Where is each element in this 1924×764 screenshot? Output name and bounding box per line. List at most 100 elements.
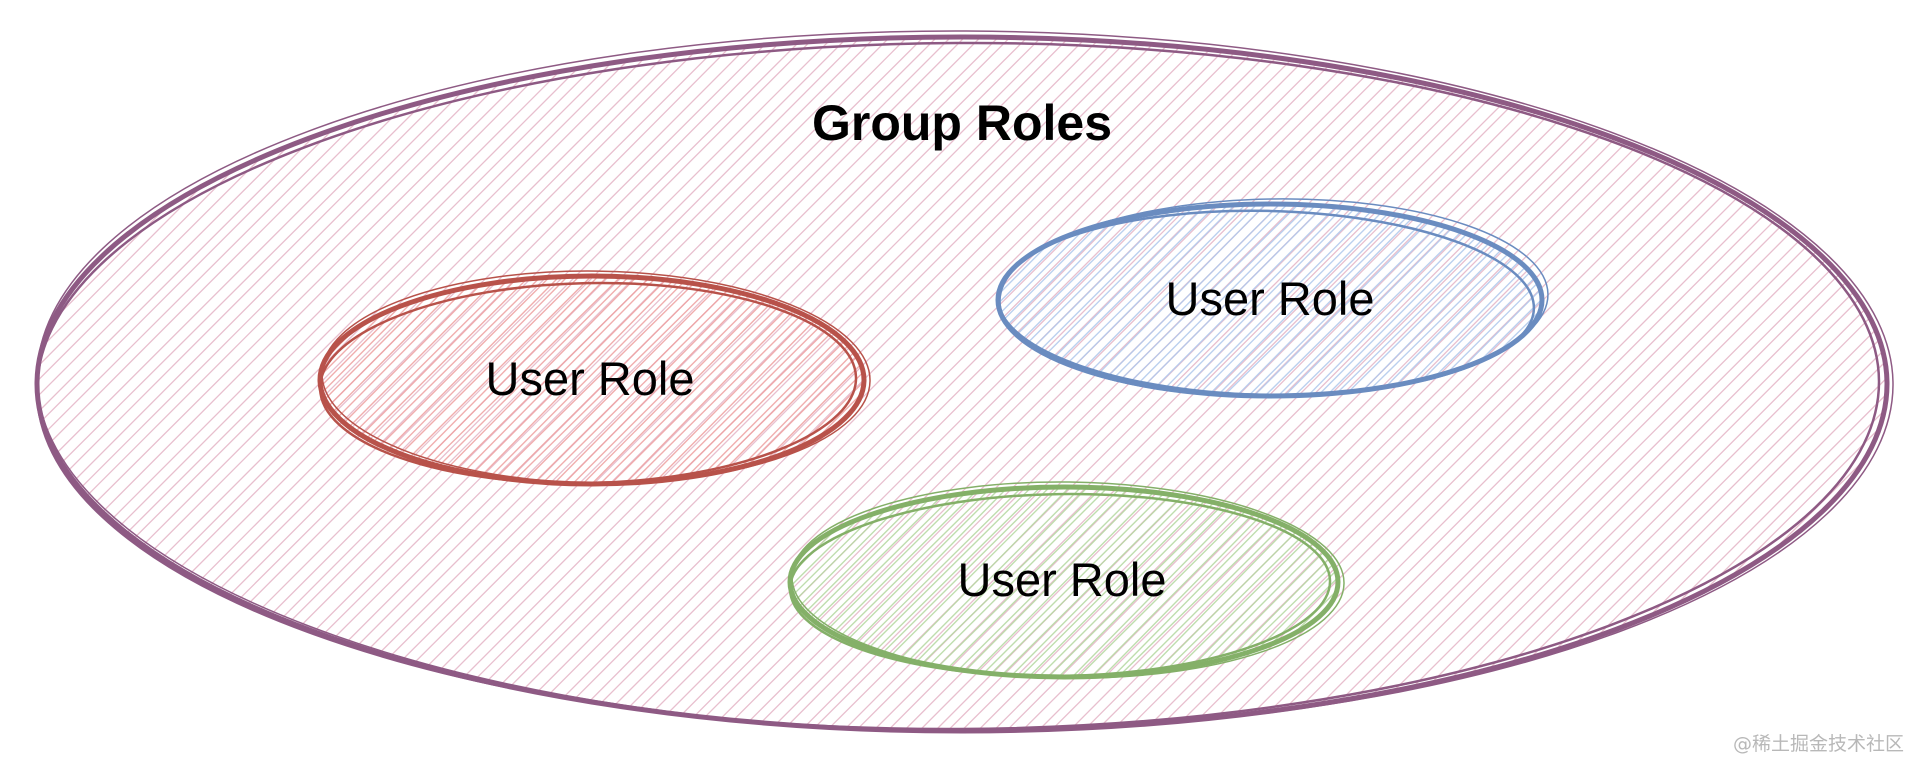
hatch-line bbox=[37, 37, 276, 731]
hatch-line bbox=[37, 37, 443, 731]
hatch-line bbox=[970, 487, 1160, 677]
hatch-line bbox=[1065, 204, 1258, 396]
hatch-line bbox=[300, 37, 999, 731]
hatch-line bbox=[1368, 37, 1887, 731]
hatch-line bbox=[1501, 37, 1887, 731]
hatch-line bbox=[1321, 37, 1887, 731]
hatch-line bbox=[431, 276, 638, 484]
hatch-line bbox=[790, 487, 910, 677]
hatch-line bbox=[1257, 487, 1338, 677]
hatch-line bbox=[1860, 37, 1887, 731]
hatch-line bbox=[582, 276, 790, 484]
hatch-line bbox=[998, 204, 1110, 396]
hatch-line bbox=[987, 487, 1180, 677]
hatch-line bbox=[1413, 37, 1887, 731]
hatch-line bbox=[553, 276, 760, 484]
hatch-line bbox=[998, 204, 1151, 396]
user-role-label-green: User Role bbox=[958, 553, 1167, 606]
hatch-line bbox=[842, 276, 864, 484]
hatch-line bbox=[409, 276, 622, 484]
hatch-line bbox=[633, 37, 1328, 731]
hatch-line bbox=[707, 37, 1405, 731]
hatch-line bbox=[1090, 487, 1281, 677]
hatch-line bbox=[812, 276, 864, 484]
hatch-line bbox=[532, 276, 743, 484]
hatch-line bbox=[520, 276, 730, 484]
hatch-line bbox=[1414, 204, 1542, 396]
hatch-line bbox=[869, 487, 1061, 677]
hatch-line bbox=[392, 276, 599, 484]
hatch-line bbox=[37, 37, 426, 731]
hatch-line bbox=[1216, 204, 1410, 396]
hatch-line bbox=[451, 276, 659, 484]
hatch-line bbox=[461, 276, 671, 484]
hatch-line bbox=[37, 37, 81, 731]
hatch-line bbox=[37, 37, 98, 731]
hatch-line bbox=[1284, 204, 1477, 396]
hatch-line bbox=[790, 487, 981, 677]
hatch-line bbox=[1207, 204, 1398, 396]
hatch-line bbox=[1398, 37, 1887, 731]
hatch-line bbox=[465, 37, 1161, 731]
hatch-line bbox=[591, 276, 799, 484]
hatch-line bbox=[37, 37, 205, 731]
hatch-line bbox=[998, 204, 1089, 396]
hatch-line bbox=[1217, 487, 1338, 677]
hatch-line bbox=[738, 37, 1434, 731]
hatch-line bbox=[907, 487, 1103, 677]
hatch-line bbox=[320, 276, 479, 484]
hatch-line bbox=[1071, 487, 1260, 677]
hatch-line bbox=[649, 37, 1344, 731]
user-role-label-red: User Role bbox=[486, 352, 695, 405]
hatch-line bbox=[106, 37, 805, 731]
hatch-line bbox=[1047, 487, 1242, 677]
hatch-line bbox=[1249, 37, 1887, 731]
hatch-line bbox=[320, 276, 490, 484]
hatch-line bbox=[1223, 204, 1421, 396]
hatch-line bbox=[1442, 37, 1887, 731]
hatch-line bbox=[950, 487, 1143, 677]
hatch-line bbox=[1076, 204, 1267, 396]
hatch-line bbox=[1125, 204, 1318, 396]
hatch-line bbox=[1236, 204, 1427, 396]
hatch-line bbox=[180, 37, 876, 731]
hatch-line bbox=[436, 37, 1132, 731]
hatch-line bbox=[1009, 487, 1200, 677]
hatch-line bbox=[541, 276, 753, 484]
hatch-line bbox=[1211, 487, 1338, 677]
group-roles-ellipse: Group Roles bbox=[34, 30, 1894, 734]
hatch-line bbox=[320, 276, 469, 484]
hatch-line bbox=[37, 37, 143, 731]
hatch-line bbox=[1606, 37, 1887, 731]
hatch-line bbox=[771, 276, 864, 484]
hatch-line bbox=[752, 37, 1448, 731]
hatch-line bbox=[271, 37, 966, 731]
hatch-line bbox=[563, 276, 769, 484]
hatch-line bbox=[1167, 204, 1360, 396]
hatch-line bbox=[1493, 204, 1542, 396]
hatch-line bbox=[1515, 37, 1887, 731]
hatch-line bbox=[998, 204, 1130, 396]
hatch-line bbox=[1591, 37, 1887, 731]
hatch-line bbox=[345, 37, 1042, 731]
hatch-line bbox=[1247, 204, 1441, 396]
hatch-line bbox=[1019, 487, 1212, 677]
hatch-line bbox=[169, 37, 862, 731]
hatch-line bbox=[1037, 37, 1732, 731]
hatch-line bbox=[947, 37, 1643, 731]
hatch-line bbox=[1353, 37, 1887, 731]
hatch-line bbox=[559, 37, 1251, 731]
hatch-line bbox=[510, 276, 723, 484]
hatch-line bbox=[511, 37, 1208, 731]
hatch-line bbox=[572, 37, 1269, 731]
hatch-line bbox=[790, 487, 801, 677]
hatch-line bbox=[320, 276, 329, 484]
hatch-line bbox=[393, 37, 1088, 731]
hatch-line bbox=[998, 204, 1121, 396]
hatch-line bbox=[1405, 204, 1542, 396]
hatch-line bbox=[729, 276, 864, 484]
hatch-line bbox=[37, 37, 610, 731]
hatch-line bbox=[881, 487, 1071, 677]
group-roles-title: Group Roles bbox=[812, 95, 1112, 151]
hatch-line bbox=[1028, 487, 1220, 677]
